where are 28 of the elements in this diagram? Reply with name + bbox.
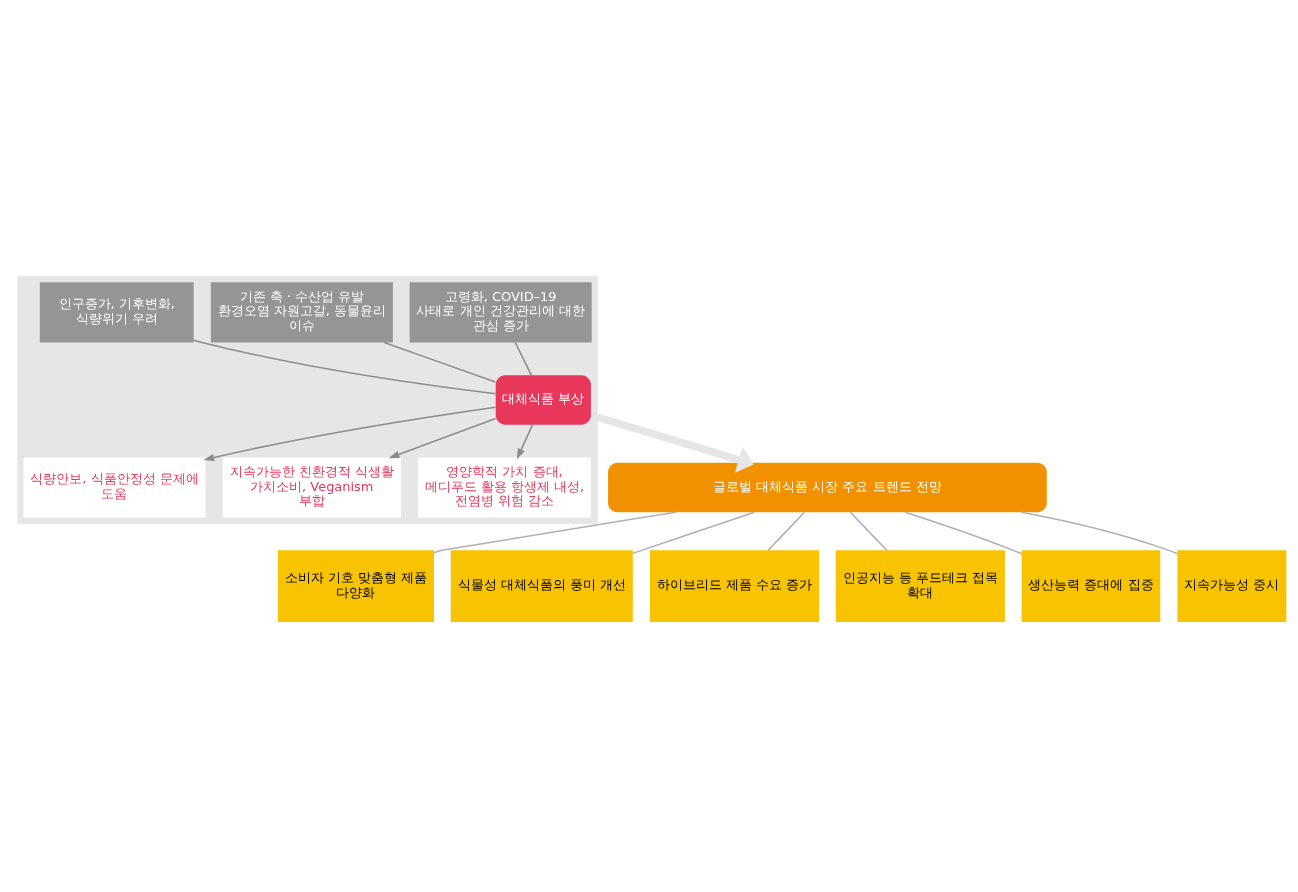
node-box: 지속가능한 친환경적 식생활 가치소비, Veganism 부합 bbox=[222, 457, 401, 518]
connector bbox=[904, 511, 1023, 555]
connector bbox=[514, 341, 533, 376]
node-box: 영양학적 가치 증대, 메디푸드 활용 항생제 내성, 전염병 위험 감소 bbox=[418, 457, 591, 518]
connector bbox=[1020, 511, 1178, 555]
node-box: 식물성 대체식품의 풍미 개선 bbox=[450, 550, 633, 622]
arrow bbox=[516, 424, 534, 460]
connector bbox=[849, 511, 888, 552]
node-box: 글로벌 대체식품 시장 주요 트렌드 전망 bbox=[608, 462, 1047, 513]
node-box: 인구증가, 기후변화, 식량위기 우려 bbox=[39, 282, 194, 343]
node-box: 인공지능 등 푸드테크 접목 확대 bbox=[835, 550, 1005, 622]
node-box: 소비자 기호 맞춤형 제품 다양화 bbox=[277, 550, 434, 622]
node-box: 생산능력 증대에 집중 bbox=[1021, 550, 1161, 622]
arrow bbox=[388, 417, 497, 459]
node-box: 하이브리드 제품 수요 증가 bbox=[649, 550, 820, 622]
node-box: 기존 축 · 수산업 유발 환경오염 자원고갈, 동물윤리 이슈 bbox=[210, 282, 393, 343]
node-box: 고령화, COVID–19 사태로 개인 건강관리에 대한 관심 증가 bbox=[409, 282, 592, 343]
node-box: 대체식품 부상 bbox=[495, 375, 591, 425]
cluster bbox=[17, 275, 598, 525]
arrow bbox=[596, 413, 754, 473]
node-box: 지속가능성 중시 bbox=[1177, 550, 1287, 622]
connector bbox=[383, 341, 497, 383]
connector bbox=[767, 511, 806, 552]
connector bbox=[433, 511, 677, 554]
node-box: 식량안보, 식품안정성 문제에 도움 bbox=[23, 457, 206, 518]
connector bbox=[632, 511, 756, 555]
connector bbox=[193, 339, 497, 395]
arrow bbox=[203, 406, 497, 462]
